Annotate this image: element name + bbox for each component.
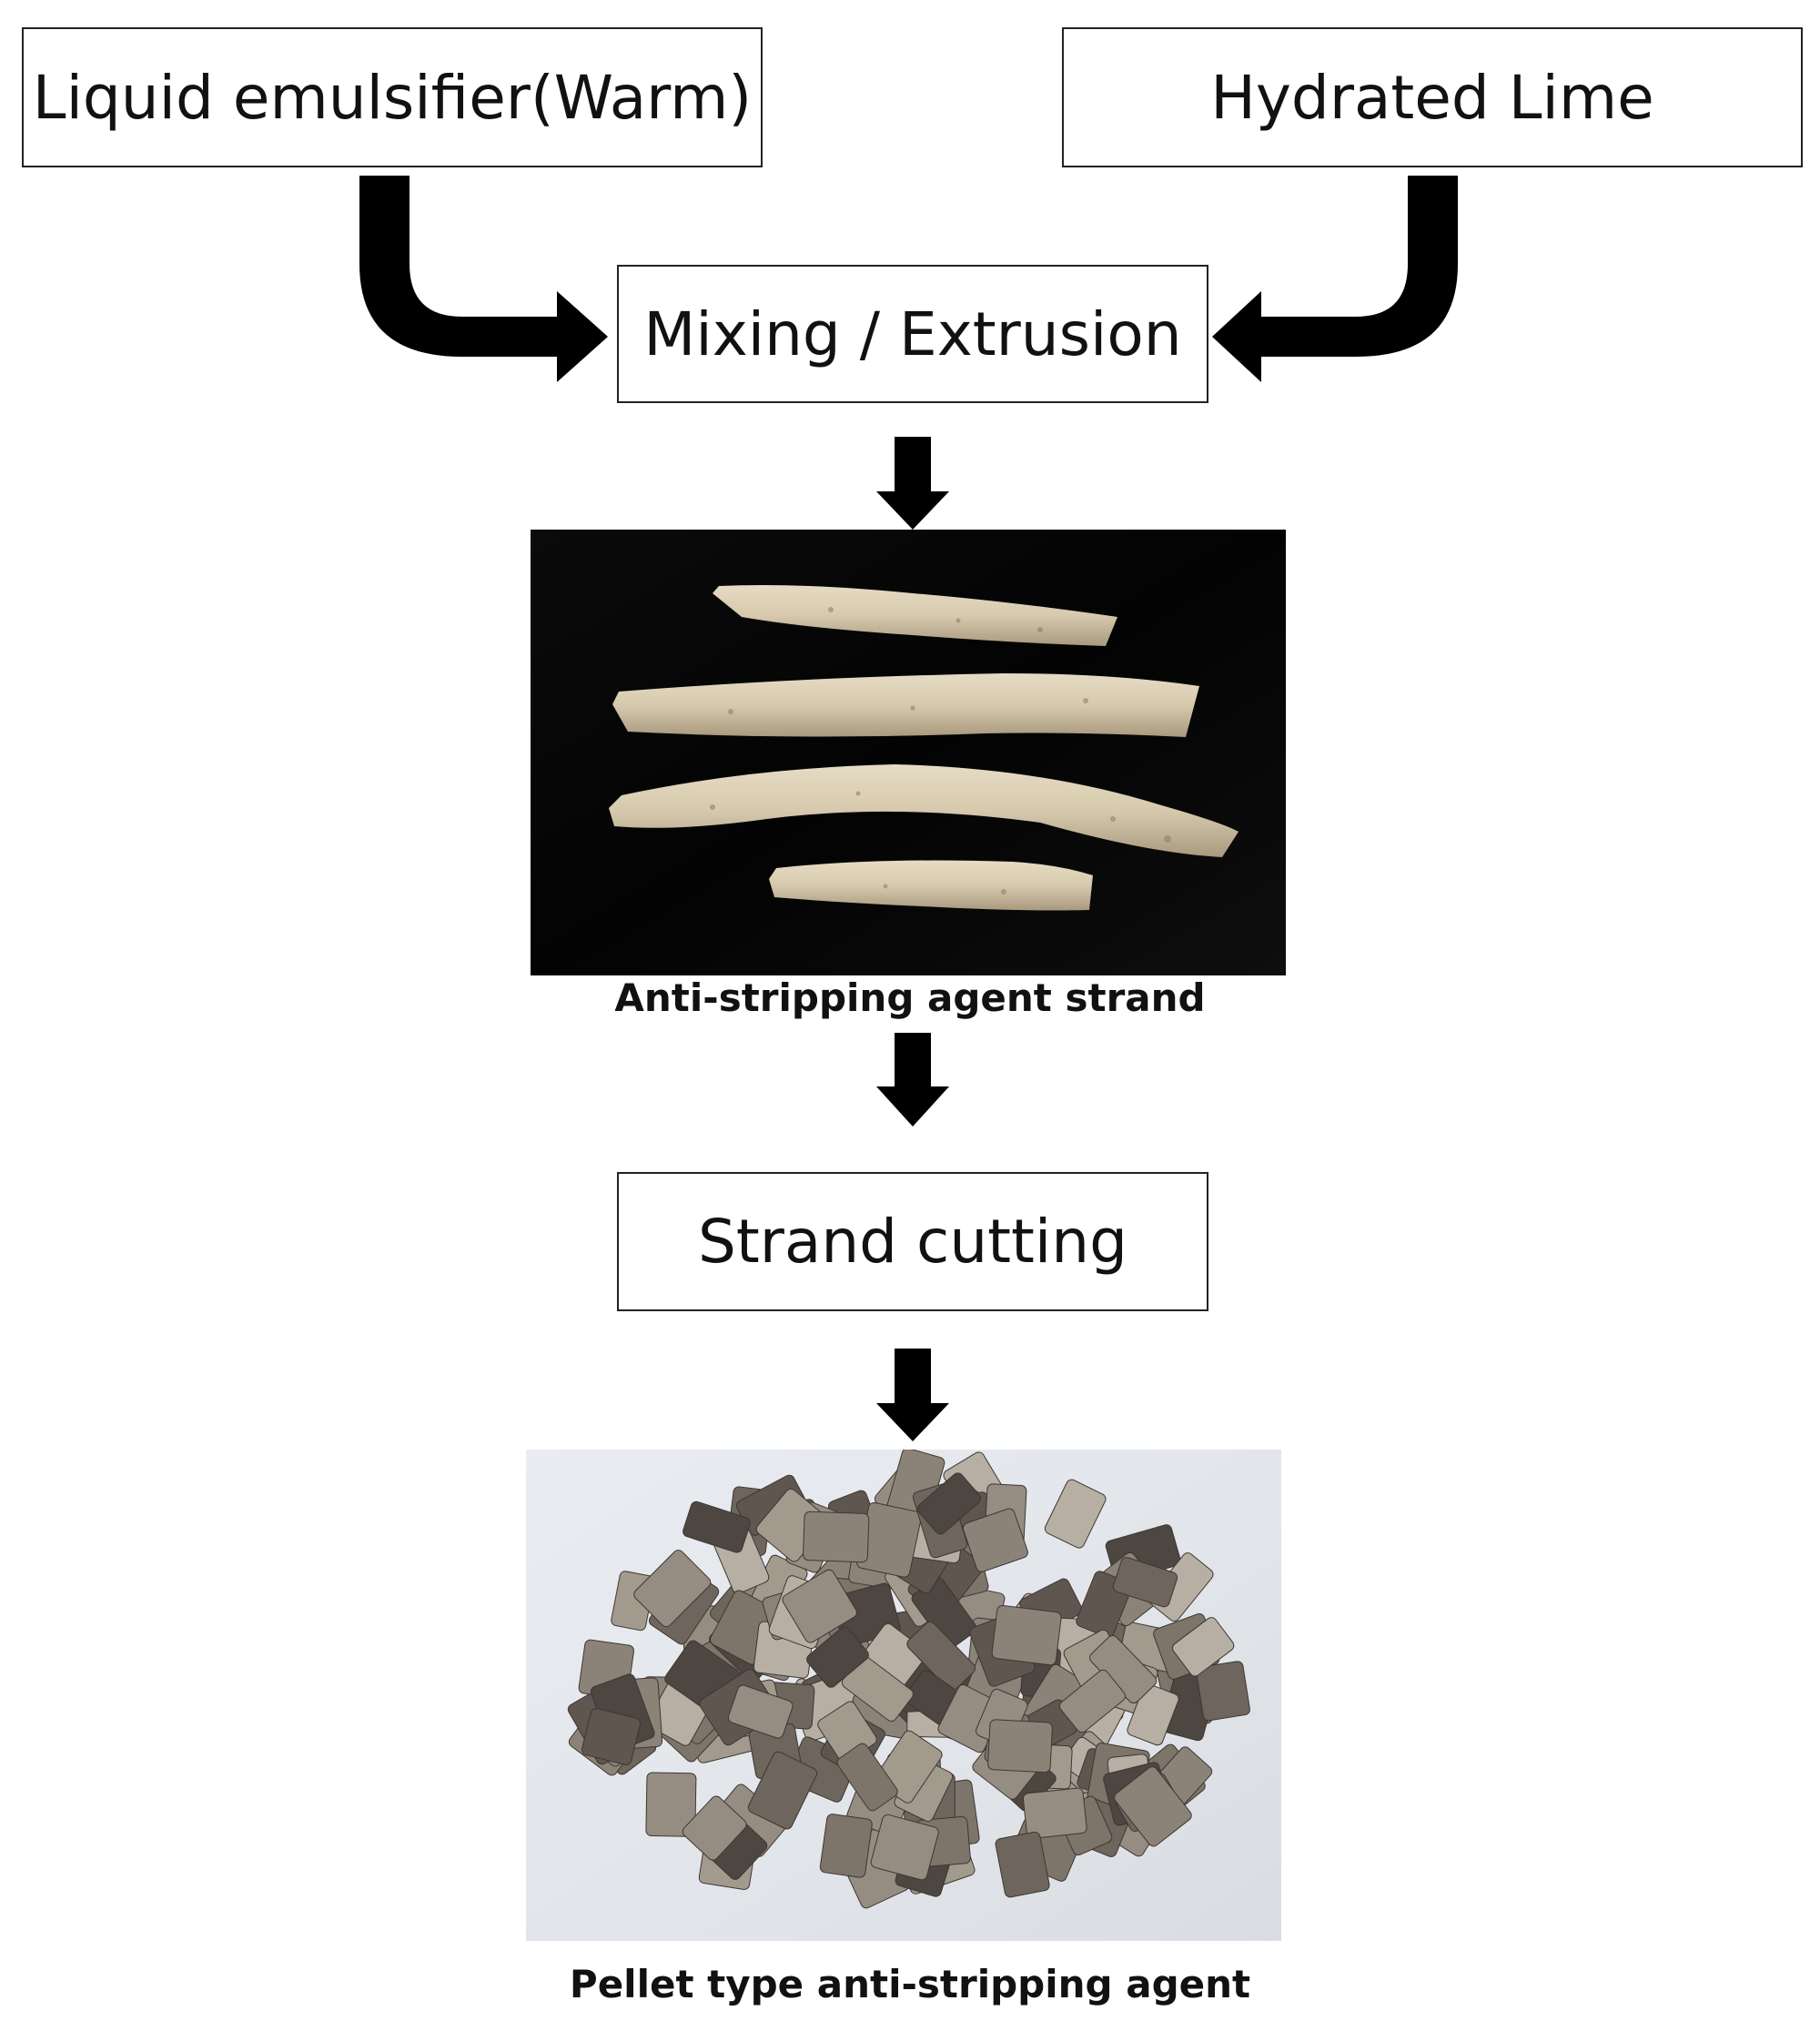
strand-caption: Anti-stripping agent strand	[614, 975, 1206, 1020]
strand-3	[609, 764, 1239, 857]
pellet	[987, 1719, 1053, 1773]
pellet	[581, 1708, 642, 1765]
pellet	[747, 1751, 818, 1830]
down-arrow-1	[876, 437, 949, 530]
strand-cutting-label: Strand cutting	[698, 1207, 1127, 1277]
strand-4	[769, 860, 1093, 911]
mixing-extrusion-label: Mixing / Extrusion	[643, 298, 1182, 369]
strand-photo	[531, 530, 1286, 975]
pellet	[782, 1569, 857, 1643]
pellet	[806, 1626, 869, 1688]
pellet	[1112, 1557, 1178, 1608]
pellet	[819, 1814, 873, 1878]
pellet	[803, 1511, 870, 1563]
pellet	[1196, 1661, 1250, 1722]
pellet	[836, 1743, 898, 1812]
pellet	[916, 1472, 982, 1535]
hydrated-lime-label: Hydrated Lime	[1210, 62, 1654, 133]
pellet	[995, 1831, 1050, 1898]
curved-arrow-right	[1212, 176, 1458, 382]
pellet	[682, 1795, 747, 1861]
pellet	[962, 1508, 1028, 1572]
liquid-emulsifier-box: Liquid emulsifier(Warm)	[22, 27, 763, 167]
pellet-photo	[526, 1450, 1281, 1941]
pellet	[1059, 1669, 1126, 1733]
strand-2	[612, 673, 1199, 737]
curved-arrow-left	[359, 176, 608, 382]
down-arrow-2	[876, 1033, 949, 1127]
pellet	[1114, 1766, 1192, 1847]
pellet	[906, 1621, 976, 1692]
pellet	[991, 1604, 1062, 1666]
pellet	[1022, 1787, 1087, 1839]
mixing-extrusion-box: Mixing / Extrusion	[617, 265, 1208, 403]
pellet	[633, 1550, 712, 1628]
strand-1	[713, 585, 1117, 646]
pellet	[870, 1814, 939, 1881]
strand-cutting-box: Strand cutting	[617, 1172, 1208, 1311]
down-arrow-3	[876, 1349, 949, 1441]
liquid-emulsifier-label: Liquid emulsifier(Warm)	[32, 62, 753, 133]
pellet	[1172, 1617, 1235, 1677]
pellet-caption: Pellet type anti-stripping agent	[569, 1962, 1251, 2006]
pellet-pile	[567, 1450, 1250, 1909]
pellet	[645, 1772, 697, 1837]
pellet	[682, 1501, 751, 1553]
hydrated-lime-box: Hydrated Lime	[1062, 27, 1803, 167]
pellet	[727, 1684, 794, 1739]
pellet	[1044, 1479, 1107, 1549]
